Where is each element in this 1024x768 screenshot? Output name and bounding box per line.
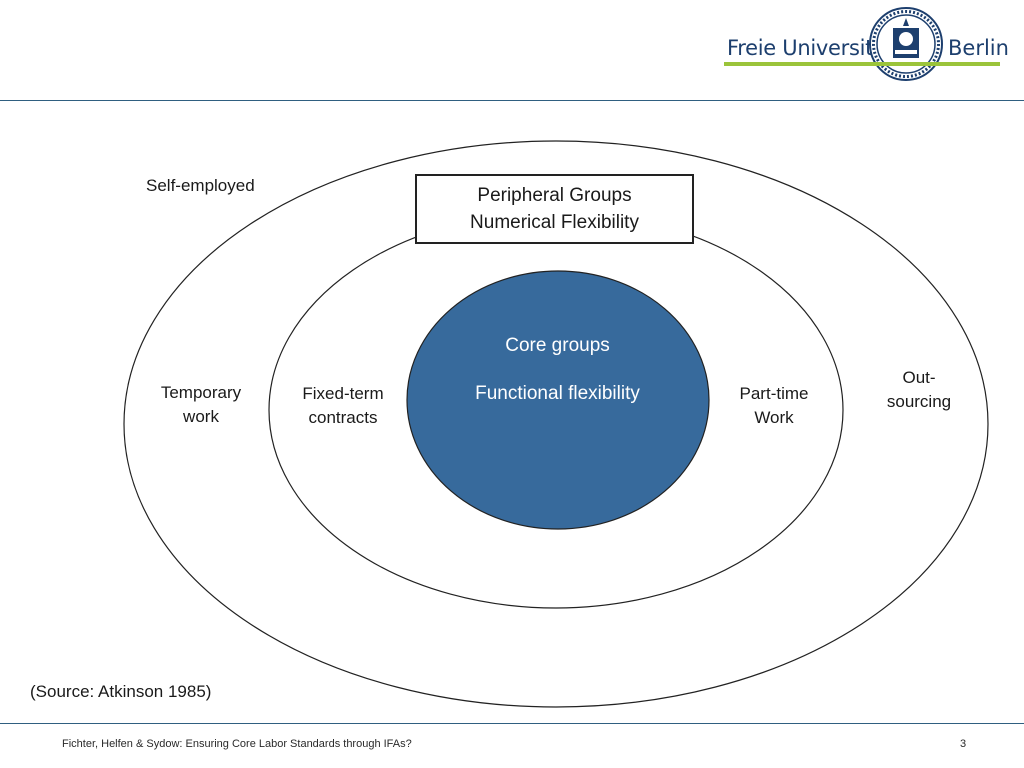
logo-text-right: Berlin xyxy=(948,36,1009,60)
header-divider xyxy=(0,100,1024,101)
part-time-work-label: Part-time Work xyxy=(719,382,829,430)
peripheral-groups-line2: Numerical Flexibility xyxy=(470,212,639,233)
core-groups-title: Core groups xyxy=(505,335,610,356)
peripheral-groups-line1: Peripheral Groups xyxy=(477,185,632,206)
outer-ellipse xyxy=(123,140,989,708)
footer-text: Fichter, Helfen & Sydow: Ensuring Core L… xyxy=(62,738,412,750)
footer-divider xyxy=(0,723,1024,724)
peripheral-groups-box: Peripheral Groups Numerical Flexibility xyxy=(415,174,694,244)
fixed-term-line2: contracts xyxy=(308,408,378,427)
core-groups-subtitle: Functional flexibility xyxy=(475,383,640,404)
outsourcing-line1: Out- xyxy=(902,368,936,387)
temporary-work-line2: work xyxy=(183,407,219,426)
logo-text-left: Freie Universität xyxy=(727,36,894,60)
temporary-work-label: Temporary work xyxy=(146,381,256,429)
part-time-line1: Part-time xyxy=(739,384,809,403)
fixed-term-contracts-label: Fixed-term contracts xyxy=(288,382,398,430)
page-number: 3 xyxy=(960,738,967,750)
core-ellipse xyxy=(406,270,710,530)
fixed-term-line1: Fixed-term xyxy=(302,384,384,403)
outsourcing-line2: sourcing xyxy=(886,392,952,411)
part-time-line2: Work xyxy=(754,408,794,427)
outsourcing-label: Out- sourcing xyxy=(864,366,974,414)
university-logo: Freie Universität Berlin xyxy=(722,6,1022,84)
self-employed-label: Self-employed xyxy=(146,176,255,195)
temporary-work-line1: Temporary xyxy=(160,383,242,402)
logo-accent-bar xyxy=(724,62,1000,66)
source-citation: (Source: Atkinson 1985) xyxy=(30,682,212,701)
